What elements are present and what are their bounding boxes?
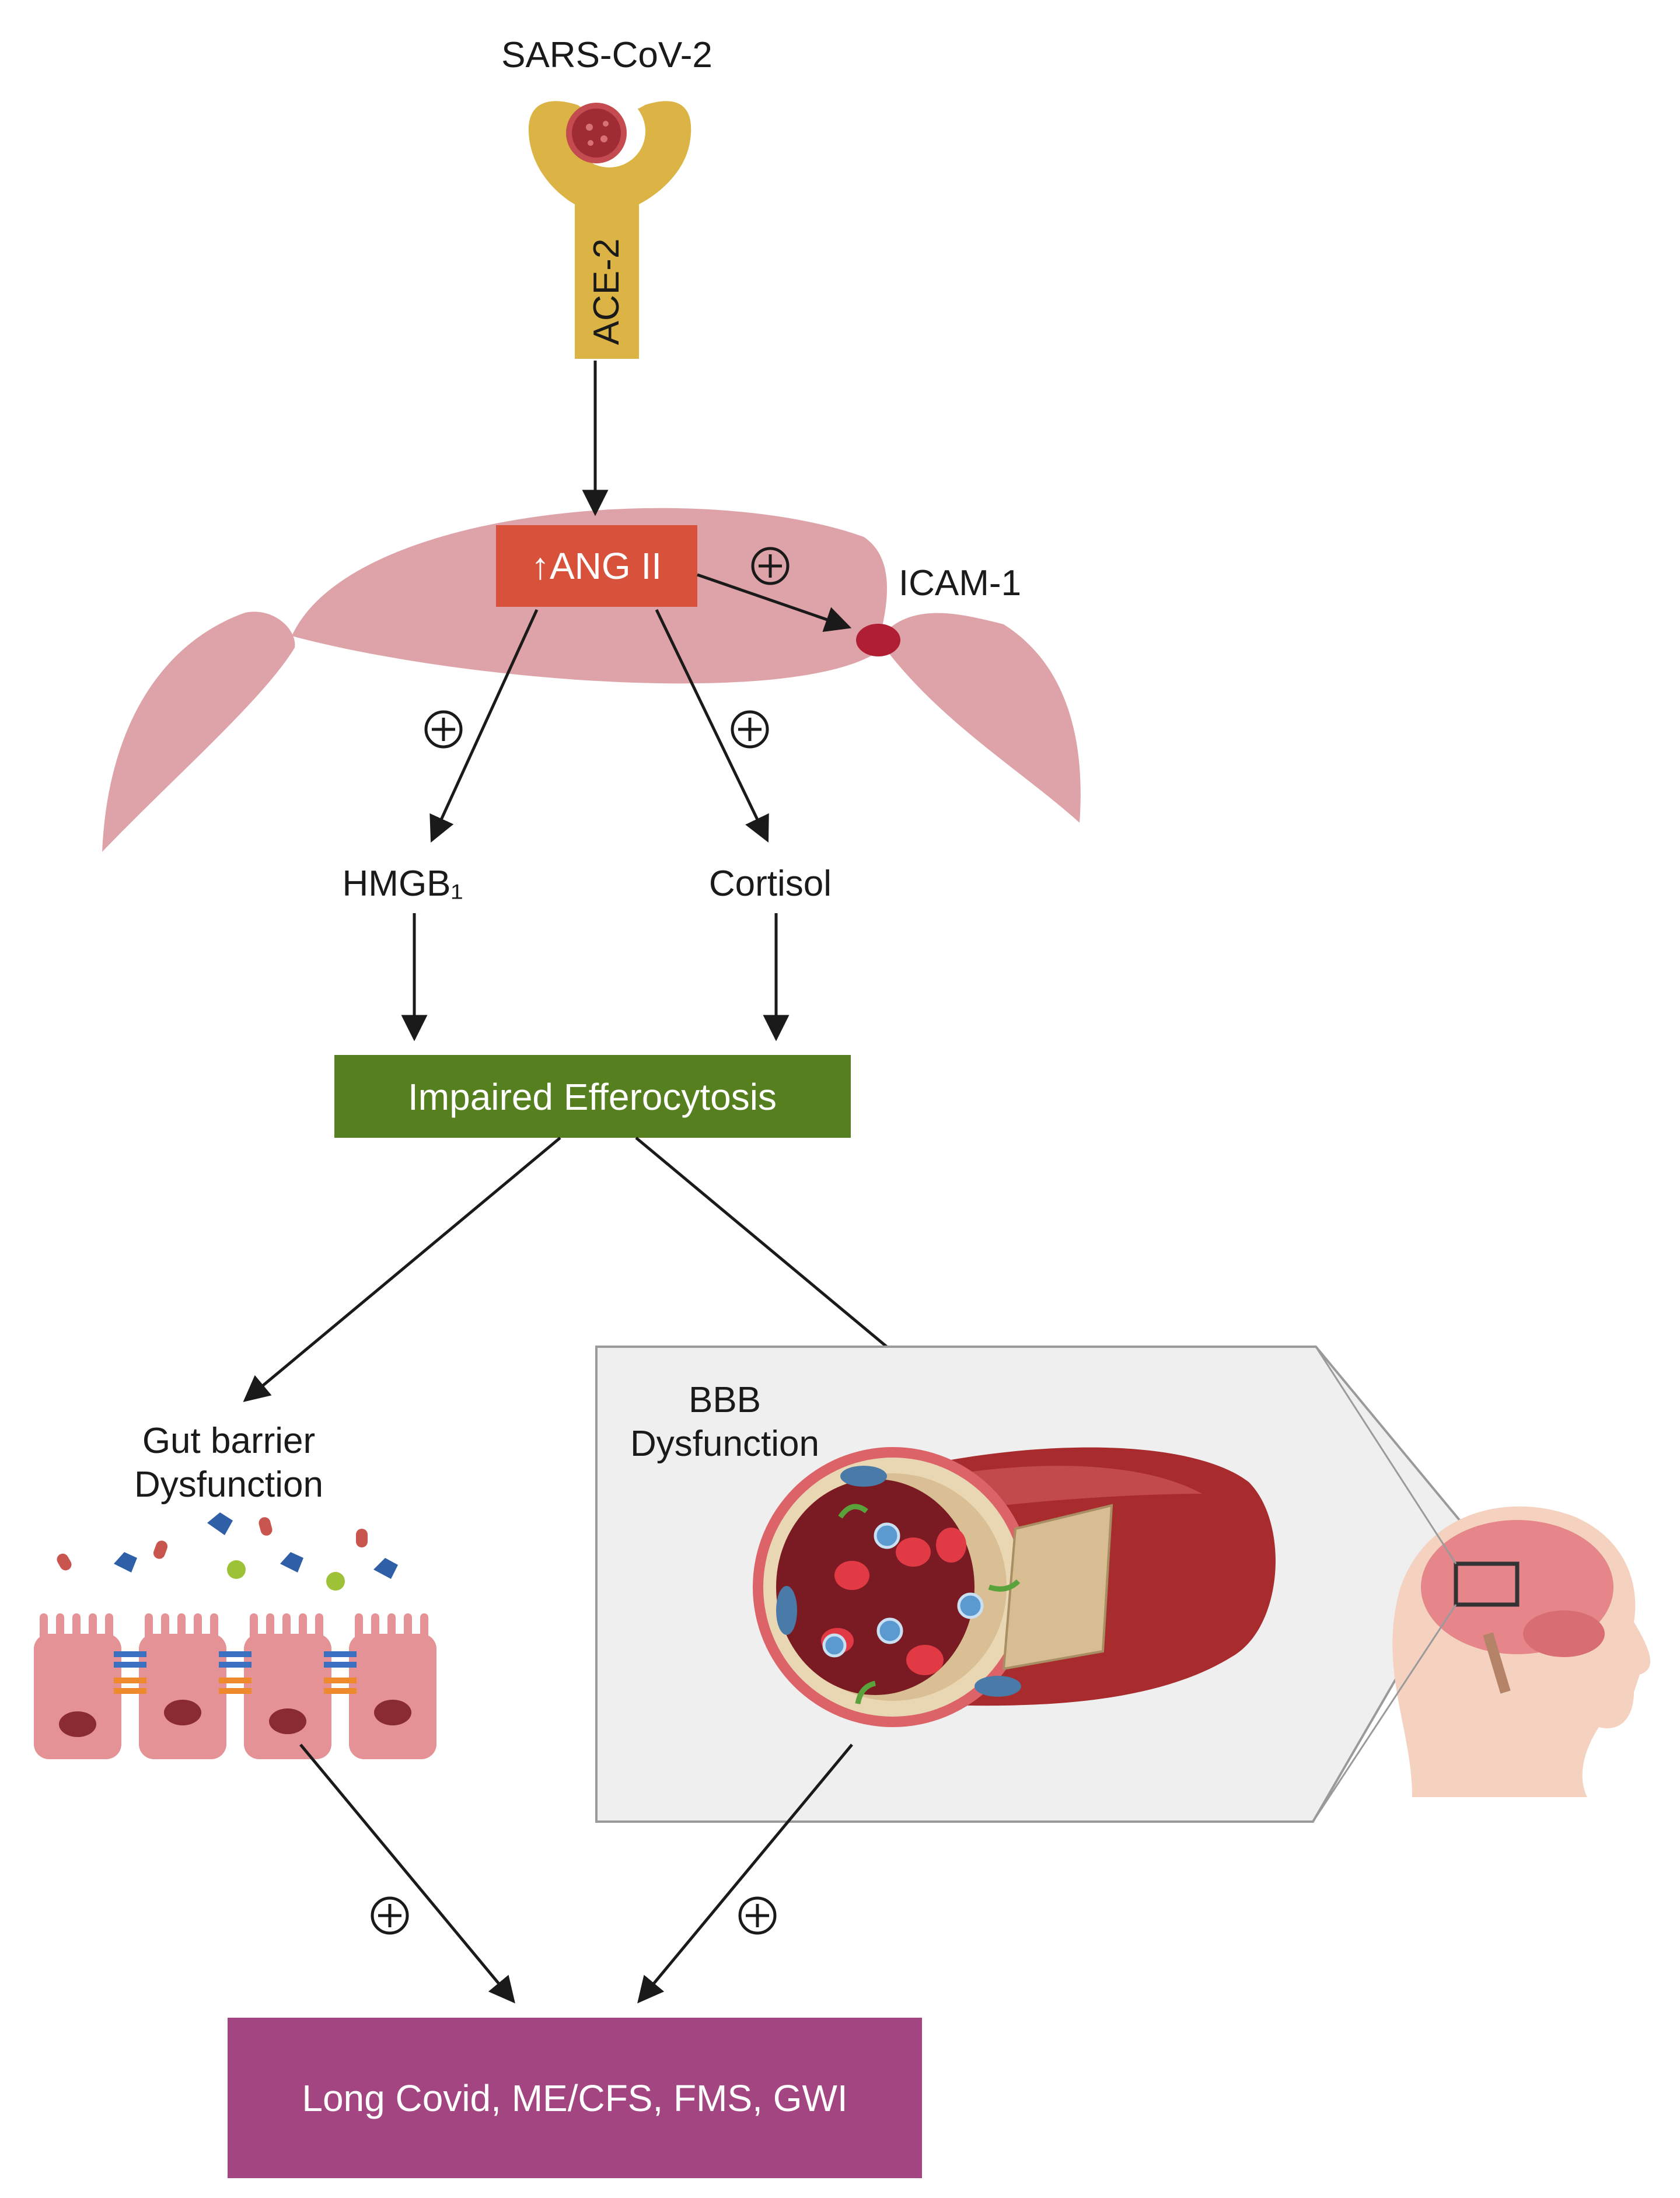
arrow-ang-to-hmgb1 bbox=[429, 609, 539, 843]
tight-junctions bbox=[114, 1651, 357, 1694]
plus-icon bbox=[424, 710, 463, 749]
gut-microbes bbox=[57, 1512, 398, 1591]
virus-icon bbox=[566, 103, 627, 163]
arrow-bbb-to-outcome bbox=[637, 1743, 853, 2004]
plus-icon bbox=[751, 547, 790, 585]
zoom-connector-top bbox=[1315, 1346, 1457, 1564]
epithelial-cell bbox=[139, 1613, 226, 1759]
blood-vessel-illustration bbox=[753, 1447, 1276, 1727]
plus-icon bbox=[731, 710, 769, 749]
epithelial-cell bbox=[34, 1613, 121, 1759]
virus-label: SARS-CoV-2 bbox=[501, 35, 712, 75]
arrow-efferocytosis-to-gut bbox=[243, 1137, 561, 1402]
endothelial-cell-right bbox=[878, 613, 1081, 823]
epithelial-cell bbox=[244, 1613, 331, 1759]
gut-epithelium bbox=[34, 1613, 436, 1759]
cortisol-label: Cortisol bbox=[709, 864, 832, 904]
outcome-label: Long Covid, ME/CFS, FMS, GWI bbox=[302, 2077, 847, 2119]
head-brain-icon bbox=[1392, 1506, 1651, 1797]
icam-1-label: ICAM-1 bbox=[899, 563, 1021, 603]
plus-icon bbox=[738, 1896, 777, 1935]
efferocytosis-box bbox=[334, 1055, 851, 1138]
ang-ii-label: ↑ANG II bbox=[531, 545, 662, 587]
ace2-label: ACE-2 bbox=[586, 239, 627, 345]
zoom-connector-bottom bbox=[1312, 1604, 1457, 1822]
arrow-ang-to-icam bbox=[697, 573, 852, 633]
bbb-label-line2: Dysfunction bbox=[630, 1424, 819, 1464]
efferocytosis-label: Impaired Efferocytosis bbox=[408, 1076, 777, 1118]
ang-ii-box bbox=[496, 525, 697, 607]
plus-icon bbox=[371, 1896, 409, 1935]
arrow-gut-to-outcome bbox=[299, 1743, 515, 2004]
epithelial-cell bbox=[349, 1613, 436, 1759]
icam-1-molecule bbox=[856, 624, 900, 656]
arrow-ang-to-cortisol bbox=[655, 609, 769, 843]
gut-label-line2: Dysfunction bbox=[134, 1465, 323, 1505]
hmgb1-label: HMGB₁ bbox=[343, 864, 463, 904]
bbb-label-line1: BBB bbox=[689, 1380, 761, 1420]
endothelial-cell-left bbox=[102, 611, 295, 852]
outcome-box bbox=[228, 2018, 922, 2178]
gut-label-line1: Gut barrier bbox=[142, 1421, 315, 1461]
